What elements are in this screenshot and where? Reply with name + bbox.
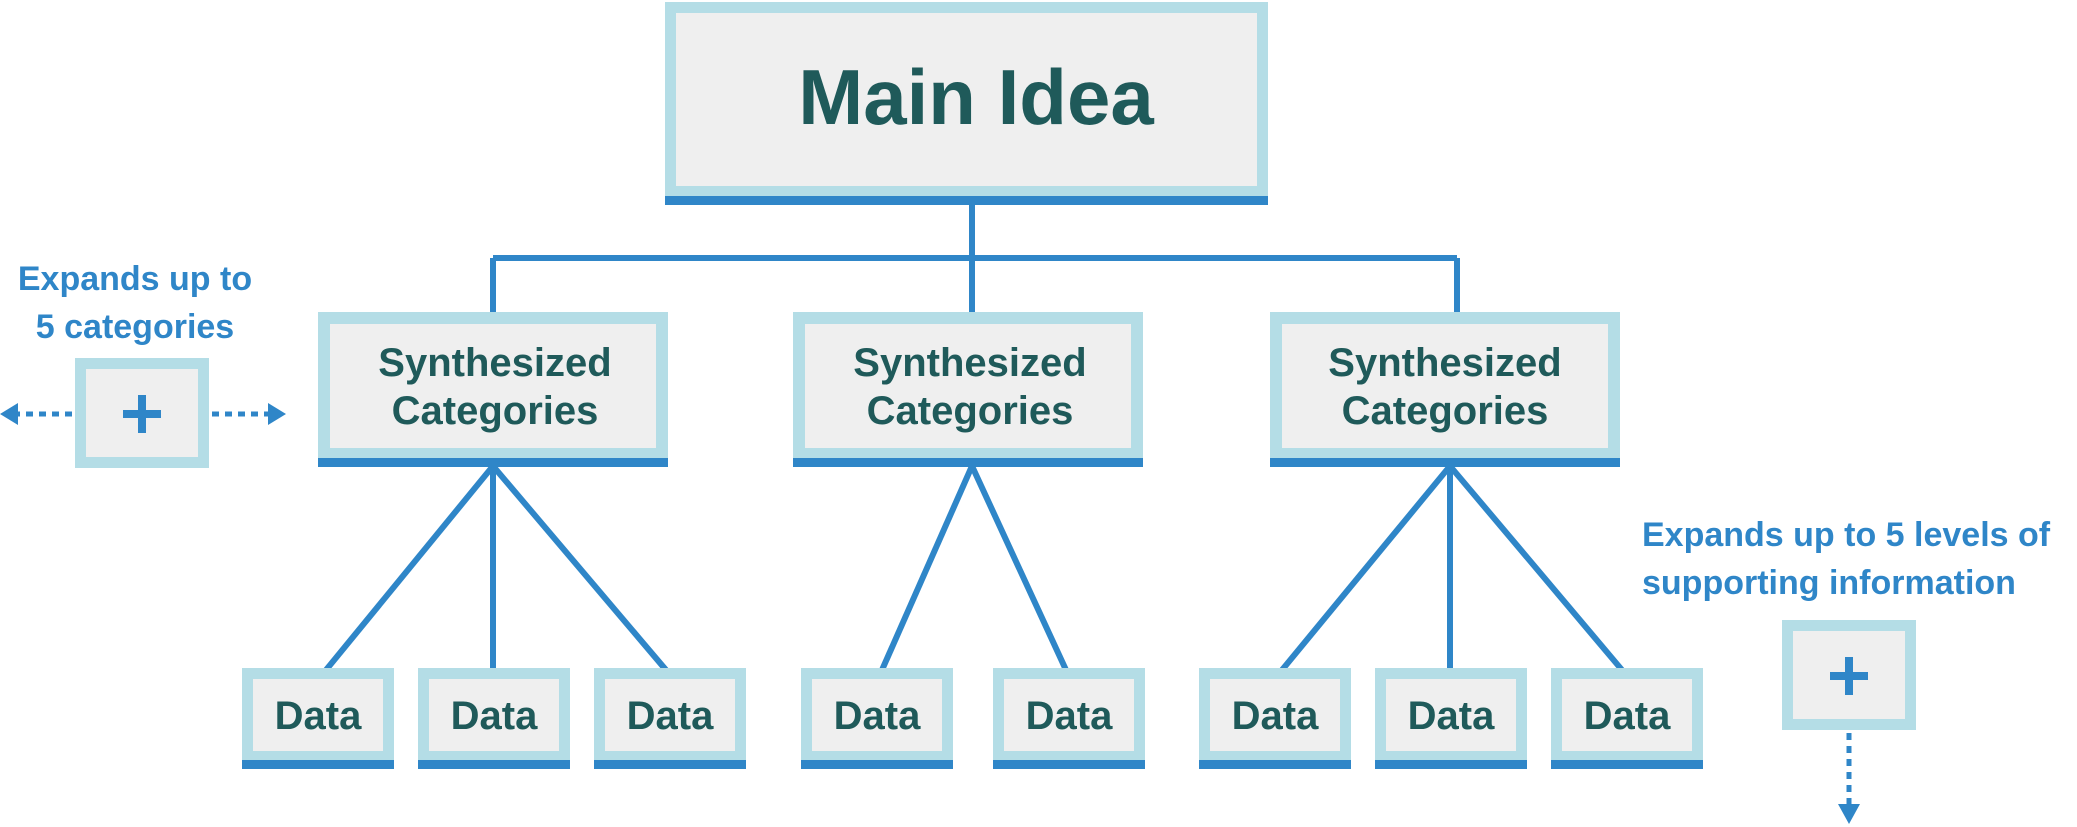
data-label: Data: [451, 694, 538, 738]
dotted-arrow-left-icon: [0, 403, 72, 425]
category-box-2: Synthesized Categories: [793, 312, 1143, 467]
dotted-arrow-down-icon: [1838, 733, 1860, 824]
connector-cat2-data2: [969, 464, 1069, 672]
data-box: Data: [418, 668, 570, 769]
connector-cat3-data1: [1279, 464, 1453, 672]
category-label-line1: Synthesized: [1328, 341, 1561, 385]
main-idea-label: Main Idea: [798, 53, 1154, 141]
dotted-arrow-right-icon: [212, 403, 286, 425]
note-expand-levels-line1: Expands up to 5 levels of: [1642, 516, 2051, 554]
connector-cat1-data1: [323, 464, 496, 672]
category-label-line1: Synthesized: [853, 341, 1086, 385]
connector-lines: [323, 200, 1625, 672]
category-box-3: Synthesized Categories: [1270, 312, 1620, 467]
data-box: Data: [1199, 668, 1351, 769]
main-idea-box: Main Idea: [665, 2, 1268, 205]
expand-levels-button[interactable]: [1782, 620, 1916, 730]
data-label: Data: [834, 694, 921, 738]
data-box: Data: [594, 668, 746, 769]
category-label-line1: Synthesized: [378, 341, 611, 385]
connector-cat1-data3: [490, 464, 669, 672]
plus-icon: [123, 395, 161, 433]
plus-icon: [1830, 657, 1868, 695]
connector-cat3-data3: [1447, 464, 1625, 672]
note-expand-categories-line2: 5 categories: [36, 308, 234, 346]
expand-categories-button[interactable]: [75, 358, 209, 468]
category-label-line2: Categories: [867, 389, 1074, 433]
data-label: Data: [1584, 694, 1671, 738]
data-box: Data: [801, 668, 953, 769]
data-label: Data: [1232, 694, 1319, 738]
data-label: Data: [1408, 694, 1495, 738]
data-box: Data: [242, 668, 394, 769]
note-expand-levels-line2: supporting information: [1642, 564, 2016, 602]
data-label: Data: [1026, 694, 1113, 738]
data-box: Data: [1375, 668, 1527, 769]
data-box: Data: [993, 668, 1145, 769]
connector-cat2-data1: [879, 464, 975, 672]
category-label-line2: Categories: [392, 389, 599, 433]
category-box-1: Synthesized Categories: [318, 312, 668, 467]
data-label: Data: [627, 694, 714, 738]
category-label-line2: Categories: [1342, 389, 1549, 433]
data-box: Data: [1551, 668, 1703, 769]
data-label: Data: [275, 694, 362, 738]
note-expand-categories-line1: Expands up to: [18, 260, 252, 298]
